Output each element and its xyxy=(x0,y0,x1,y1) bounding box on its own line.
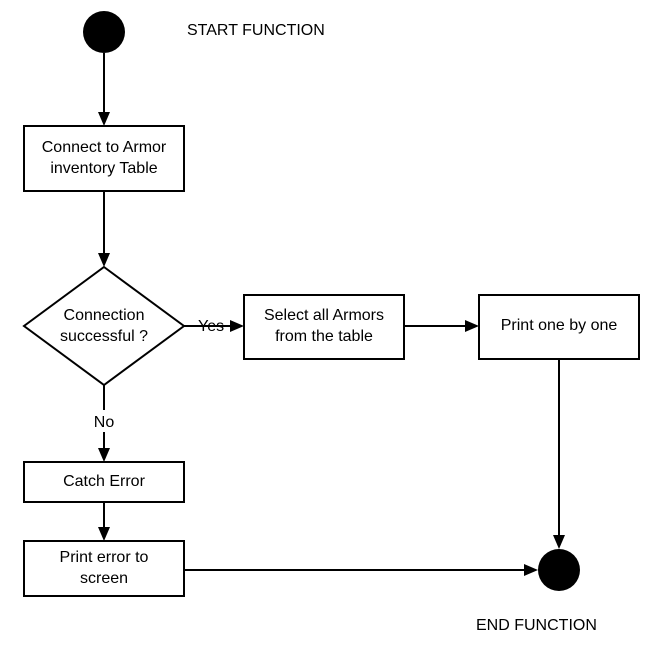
end-label: END FUNCTION xyxy=(476,617,597,634)
print-error-line1: Print error to xyxy=(60,549,149,566)
start-label: START FUNCTION xyxy=(187,22,325,39)
catch-error-label: Catch Error xyxy=(63,473,145,490)
connect-table-line2: inventory Table xyxy=(50,160,157,177)
catch-error-node: Catch Error xyxy=(23,461,185,503)
select-armors-node: Select all Armors from the table xyxy=(243,294,405,360)
print-one-by-one-node: Print one by one xyxy=(478,294,640,360)
edge-start-to-connect xyxy=(98,53,110,126)
edge-select-to-print xyxy=(404,320,479,332)
edge-decision-to-select xyxy=(184,320,244,332)
connect-table-node: Connect to Armor inventory Table xyxy=(23,125,185,192)
print-error-node: Print error to screen xyxy=(23,540,185,597)
edge-print-to-end xyxy=(553,359,565,549)
decision-line2: successful ? xyxy=(60,328,148,345)
no-label: No xyxy=(94,414,115,431)
no-label-background xyxy=(88,410,120,432)
select-armors-line1: Select all Armors xyxy=(264,307,384,324)
start-node xyxy=(83,11,125,53)
edge-print-error-to-end xyxy=(184,564,538,576)
print-one-by-one-label: Print one by one xyxy=(501,317,618,334)
decision-line1: Connection xyxy=(64,307,145,324)
select-armors-line2: from the table xyxy=(275,328,373,345)
edge-connect-to-decision xyxy=(98,191,110,267)
connect-table-line1: Connect to Armor xyxy=(42,139,167,156)
yes-label: Yes xyxy=(198,318,224,335)
decision-node: Connection successful ? xyxy=(22,265,186,387)
print-error-line2: screen xyxy=(80,570,128,587)
edge-catch-to-print-error xyxy=(98,502,110,541)
end-node xyxy=(538,549,580,591)
